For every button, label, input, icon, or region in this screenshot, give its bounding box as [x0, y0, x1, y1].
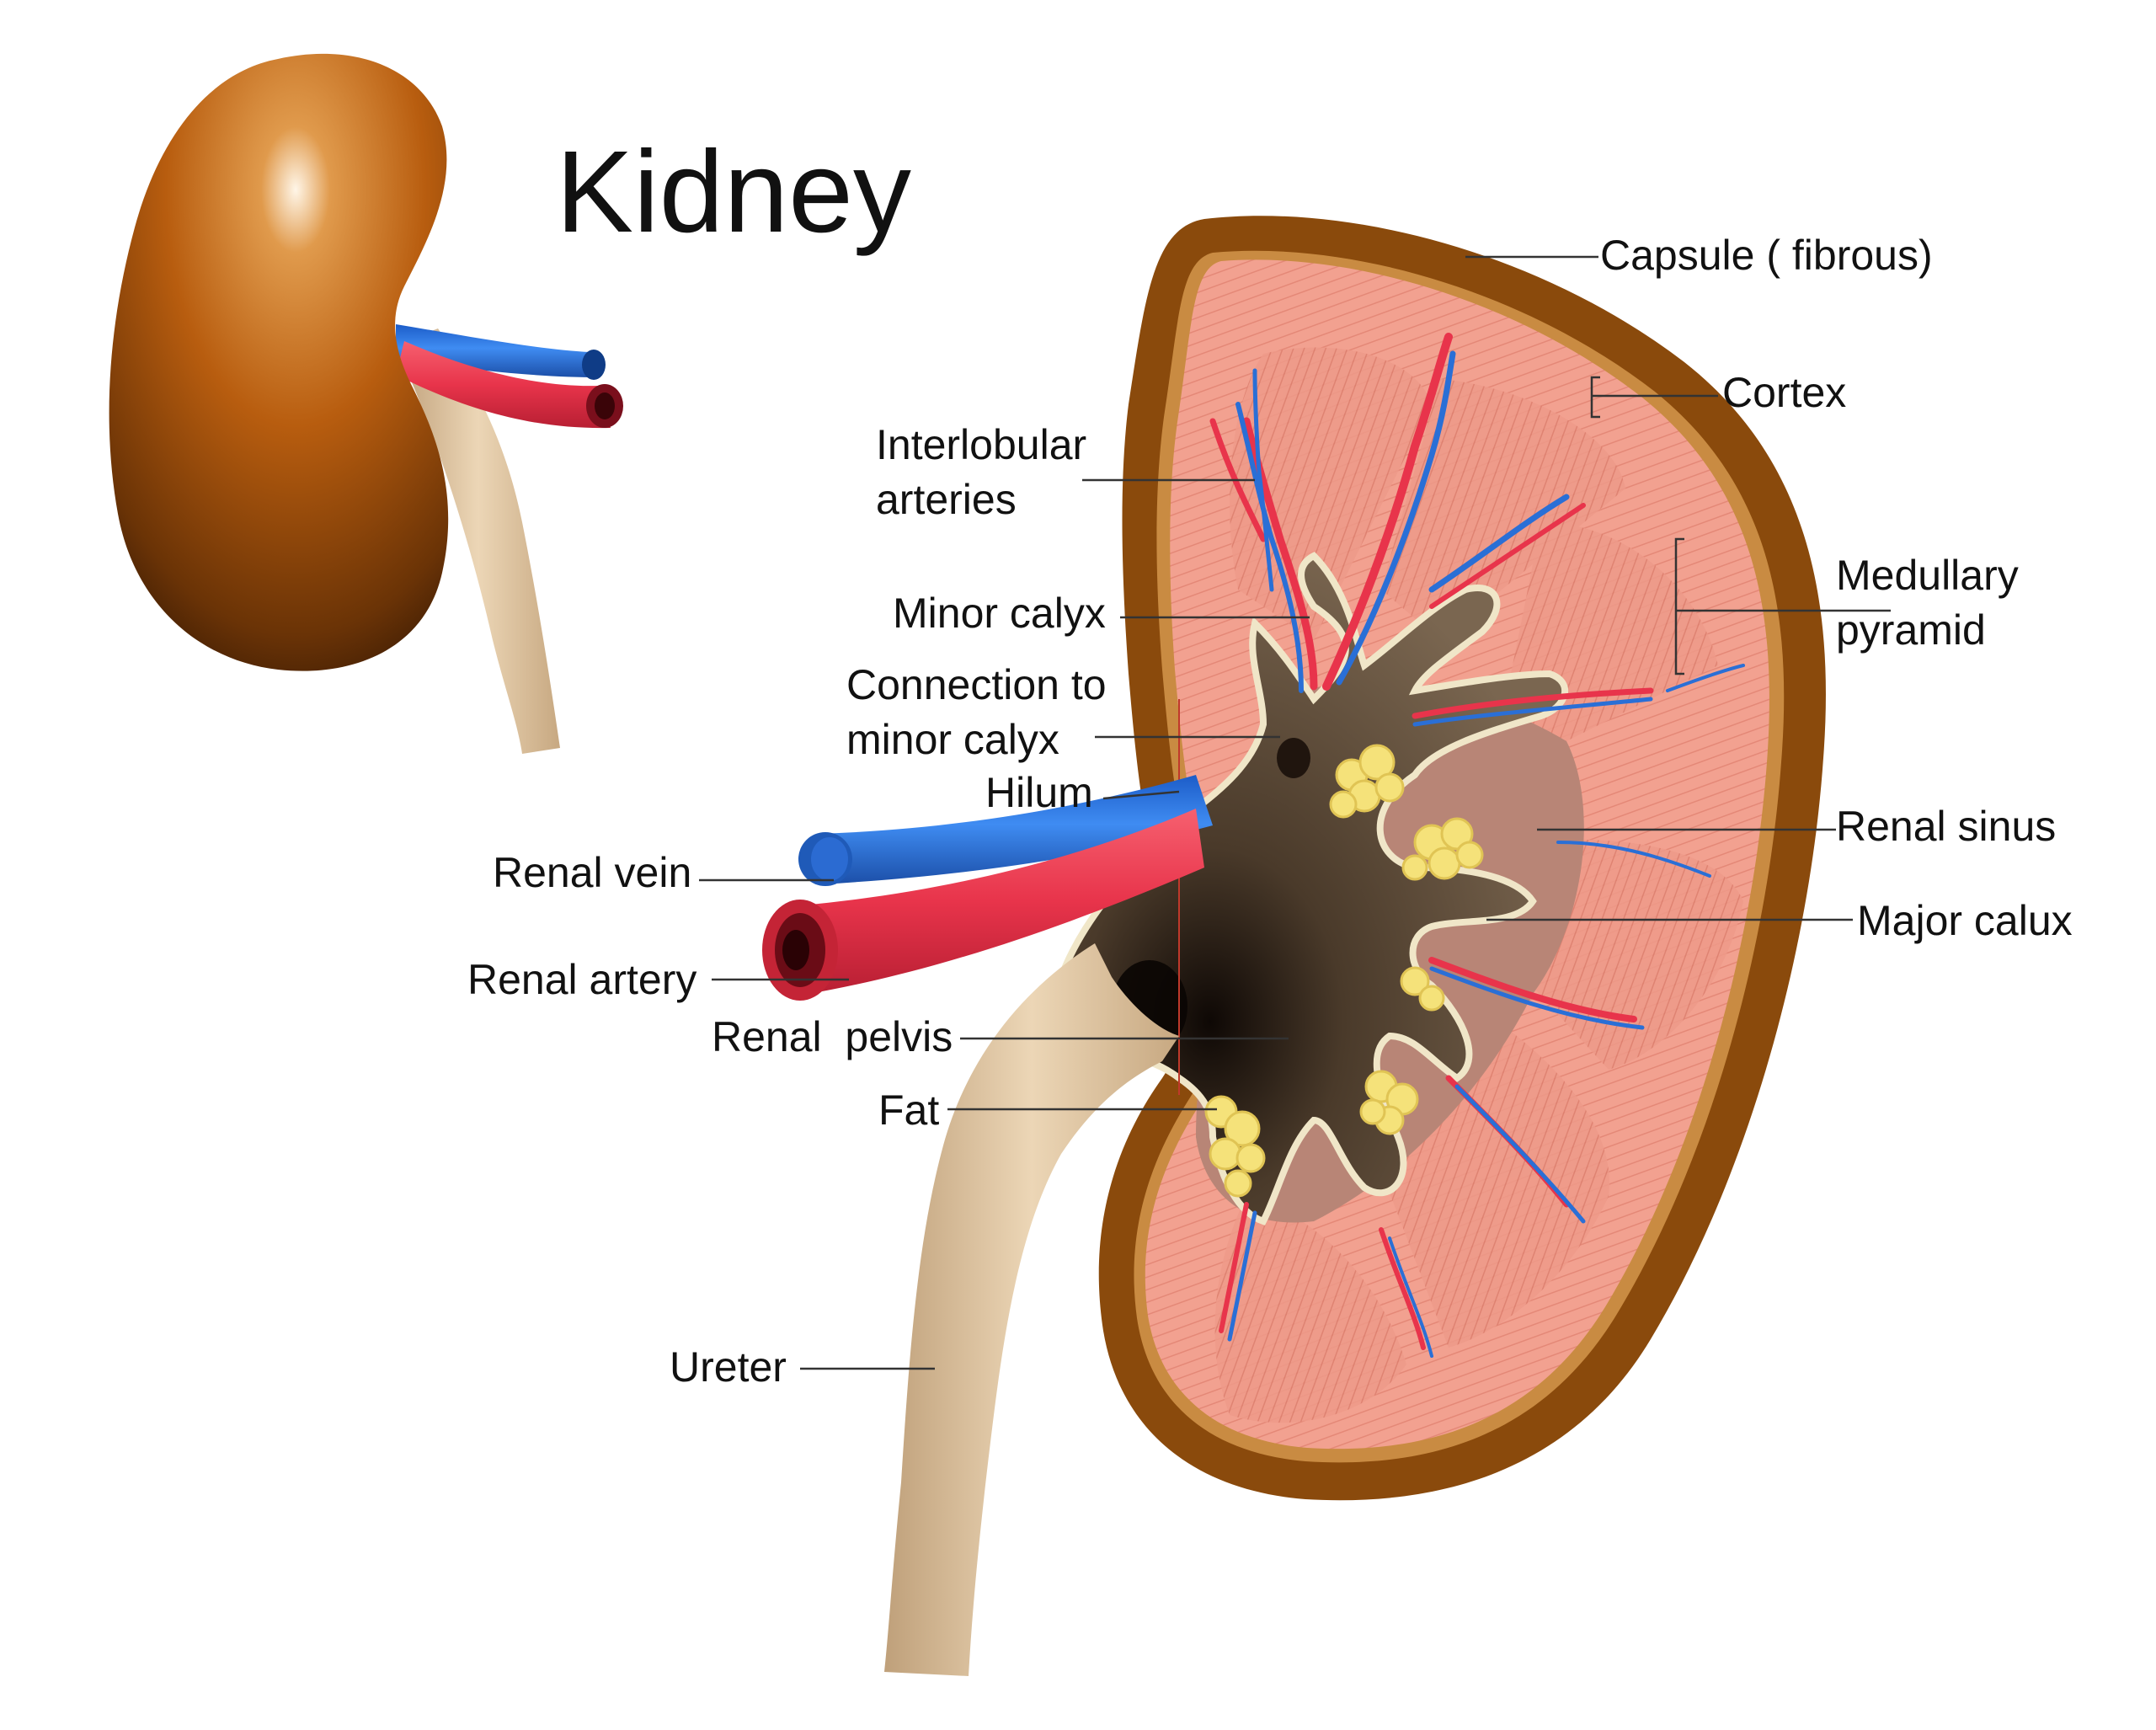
external-renal-artery [396, 341, 611, 429]
label-connection-line2: minor calyx [846, 716, 1059, 763]
fat-deposits [1204, 744, 1484, 1198]
label-interlobular-line1: Interlobular [876, 421, 1086, 468]
external-kidney [109, 53, 623, 754]
medullary-pyramid [1381, 379, 1625, 640]
label-major-calux: Major calux [1857, 897, 2073, 944]
label-fat: Fat [878, 1087, 939, 1134]
interlobular-vessels [1209, 333, 1745, 1358]
external-kidney-body [109, 53, 449, 671]
label-capsule: Capsule ( fibrous) [1600, 232, 1933, 279]
label-renal-vein: Renal vein [493, 849, 691, 896]
external-ureter [396, 328, 560, 754]
labels: Capsule ( fibrous) Cortex Medullary pyra… [467, 232, 2073, 1391]
renal-artery [800, 809, 1204, 994]
label-medullary-pyramid-line2: pyramid [1836, 606, 1986, 654]
label-ureter: Ureter [670, 1343, 787, 1391]
label-interlobular-line2: arteries [876, 476, 1017, 523]
label-hilum: Hilum [985, 769, 1093, 816]
ureter [884, 943, 1179, 1676]
medullary-pyramid [1214, 1196, 1406, 1423]
label-minor-calyx: Minor calyx [893, 590, 1106, 637]
label-renal-pelvis: Renal pelvis [712, 1013, 953, 1060]
label-medullary-pyramid-line1: Medullary [1836, 552, 2019, 599]
label-cortex: Cortex [1722, 369, 1846, 416]
renal-vessels [762, 775, 1213, 1001]
leader-lines [699, 255, 1891, 1370]
label-connection-line1: Connection to [846, 661, 1107, 708]
diagram-title: Kidney [556, 127, 911, 257]
label-renal-sinus: Renal sinus [1836, 803, 2056, 850]
kidney-cross-section [1054, 216, 1826, 1501]
label-renal-artery: Renal artery [467, 956, 696, 1003]
renal-vein [817, 775, 1213, 884]
